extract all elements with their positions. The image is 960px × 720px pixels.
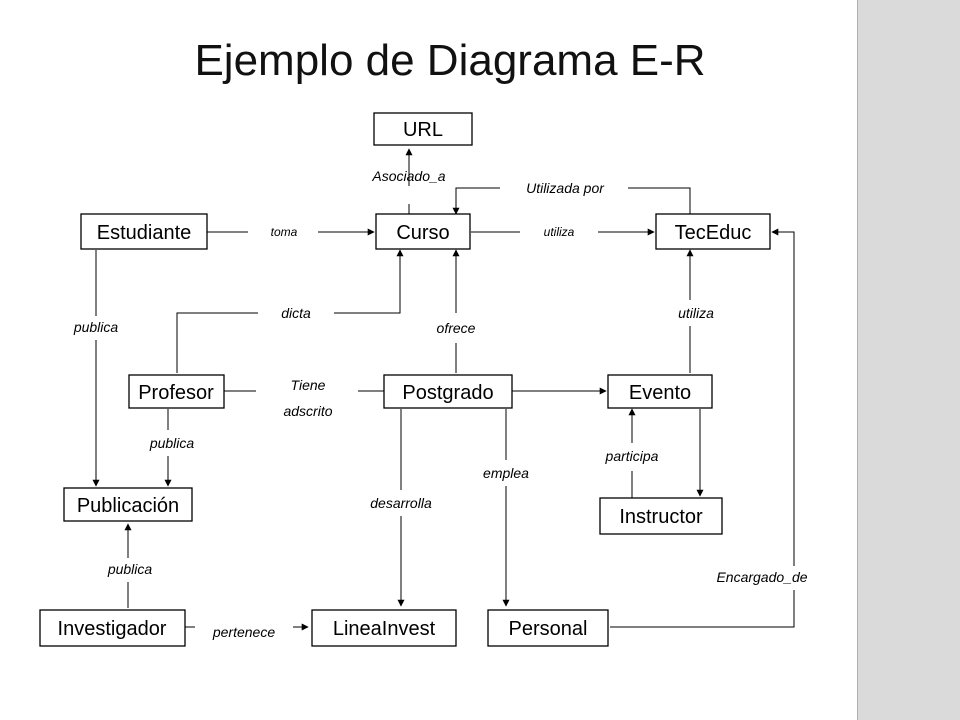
entity-instructor-label: Instructor: [619, 506, 703, 528]
rel-pertenece: pertenece: [212, 624, 275, 640]
rel-asociado-a: Asociado_a: [371, 168, 445, 184]
link-utilizada-por-left: [452, 187, 500, 215]
entity-estudiante[interactable]: Estudiante: [80, 213, 208, 250]
entity-profesor-label: Profesor: [138, 382, 214, 404]
rel-utiliza-evento: utiliza: [678, 305, 714, 321]
rel-desarrolla: desarrolla: [370, 495, 432, 511]
relationship-labels: Asociado_a Utilizada por toma utiliza di…: [73, 168, 808, 640]
diagram-title: Ejemplo de Diagrama E-R: [194, 36, 706, 85]
link-encargado-top: [771, 228, 795, 566]
link-utilizada-por-right: [628, 187, 691, 214]
rel-ofrece: ofrece: [437, 320, 476, 336]
er-diagram: URL Curso Estudiante TecEduc Profesor Po…: [39, 112, 808, 647]
entity-personal[interactable]: Personal: [487, 609, 609, 647]
entity-postgrado-label: Postgrado: [402, 382, 493, 404]
entity-estudiante-label: Estudiante: [97, 222, 192, 244]
entity-postgrado[interactable]: Postgrado: [383, 374, 513, 409]
rel-toma: toma: [271, 225, 298, 239]
entity-publicacion-label: Publicación: [77, 495, 179, 517]
rel-tiene-adscrito-1: Tiene: [291, 377, 326, 393]
side-panel: [857, 0, 960, 720]
entity-investigador[interactable]: Investigador: [39, 609, 186, 647]
entity-lineainvest[interactable]: LineaInvest: [311, 609, 457, 647]
entity-personal-label: Personal: [509, 618, 588, 640]
connectors: [92, 148, 795, 631]
entity-investigador-label: Investigador: [58, 618, 167, 640]
rel-utiliza-curso: utiliza: [544, 225, 575, 239]
entity-curso[interactable]: Curso: [375, 213, 471, 250]
entity-url[interactable]: URL: [373, 112, 473, 146]
rel-dicta: dicta: [281, 305, 311, 321]
rel-encargado-de: Encargado_de: [716, 569, 807, 585]
entity-evento-label: Evento: [629, 382, 691, 404]
rel-publica-profesor: publica: [149, 435, 195, 451]
entity-teceduc[interactable]: TecEduc: [655, 213, 771, 250]
entity-teceduc-label: TecEduc: [675, 222, 752, 244]
rel-publica-investigador: publica: [107, 561, 153, 577]
rel-emplea: emplea: [483, 465, 529, 481]
link-encargado-bottom: [610, 590, 795, 628]
rel-participa: participa: [605, 448, 659, 464]
link-dicta-right: [334, 249, 404, 314]
entity-curso-label: Curso: [396, 222, 449, 244]
entity-instructor[interactable]: Instructor: [599, 497, 723, 535]
rel-publica-estudiante: publica: [73, 319, 119, 335]
entity-lineainvest-label: LineaInvest: [333, 618, 436, 640]
link-dicta-left: [176, 312, 258, 373]
entity-publicacion[interactable]: Publicación: [63, 487, 193, 522]
rel-tiene-adscrito-2: adscrito: [283, 403, 332, 419]
rel-utilizada-por: Utilizada por: [526, 180, 605, 196]
entity-url-label: URL: [403, 119, 443, 141]
entity-evento[interactable]: Evento: [607, 374, 713, 409]
entity-profesor[interactable]: Profesor: [128, 374, 225, 409]
